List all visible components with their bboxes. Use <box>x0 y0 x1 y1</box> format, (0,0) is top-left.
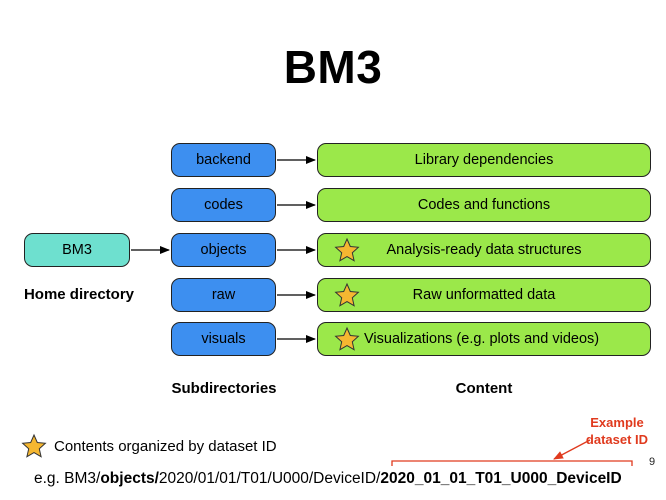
content-label: Library dependencies <box>414 152 554 168</box>
content-box-library-dependencies: Library dependencies <box>317 143 651 177</box>
star-icon <box>334 326 360 351</box>
subdirectory-label: backend <box>196 152 251 168</box>
example-path-dataset-id: 2020_01_01_T01_U000_DeviceID <box>380 470 622 487</box>
content-label: Visualizations (e.g. plots and videos) <box>364 331 600 347</box>
subdirectory-label: codes <box>204 197 243 213</box>
subdirectory-box-objects: objects <box>171 233 276 267</box>
content-box-codes-and-functions: Codes and functions <box>317 188 651 222</box>
subdirectory-label: objects <box>200 242 247 258</box>
content-caption: Content <box>455 380 513 397</box>
subdirectories-caption: Subdirectories <box>171 380 277 397</box>
star-icon <box>334 237 360 262</box>
example-path: e.g. BM3/objects/2020/01/01/T01/U000/Dev… <box>34 470 622 488</box>
dataset-id-annotation-line1: Example <box>590 415 644 430</box>
content-box-visualizations: Visualizations (e.g. plots and videos) <box>317 322 651 356</box>
legend-star-icon <box>21 433 47 458</box>
page-number: 9 <box>649 456 656 468</box>
legend-text: Contents organized by dataset ID <box>54 438 277 455</box>
star-icon <box>334 282 360 307</box>
content-box-raw-unformatted-data: Raw unformatted data <box>317 278 651 312</box>
content-label: Analysis-ready data structures <box>386 242 582 258</box>
subdirectory-box-codes: codes <box>171 188 276 222</box>
home-directory-box-label: BM3 <box>62 242 92 258</box>
content-label: Raw unformatted data <box>412 287 556 303</box>
subdirectory-label: visuals <box>201 331 246 347</box>
home-directory-box: BM3 <box>24 233 130 267</box>
subdirectory-box-visuals: visuals <box>171 322 276 356</box>
example-path-prefix: e.g. BM3/ <box>34 470 101 487</box>
example-path-middle: 2020/01/01/T01/U000/DeviceID/ <box>158 470 381 487</box>
dataset-id-annotation-line2: dataset ID <box>585 432 649 447</box>
subdirectory-label: raw <box>211 287 236 303</box>
home-directory-caption: Home directory <box>23 286 135 303</box>
content-label: Codes and functions <box>417 197 551 213</box>
dataset-id-bracket <box>391 460 633 466</box>
dataset-id-annotation-arrow <box>553 439 591 460</box>
page-title: BM3 <box>283 41 383 93</box>
subdirectory-box-raw: raw <box>171 278 276 312</box>
subdirectory-box-backend: backend <box>171 143 276 177</box>
dataset-id-annotation: Example dataset ID <box>578 414 656 448</box>
example-path-objects: objects/ <box>100 470 159 487</box>
content-box-analysis-ready-data: Analysis-ready data structures <box>317 233 651 267</box>
